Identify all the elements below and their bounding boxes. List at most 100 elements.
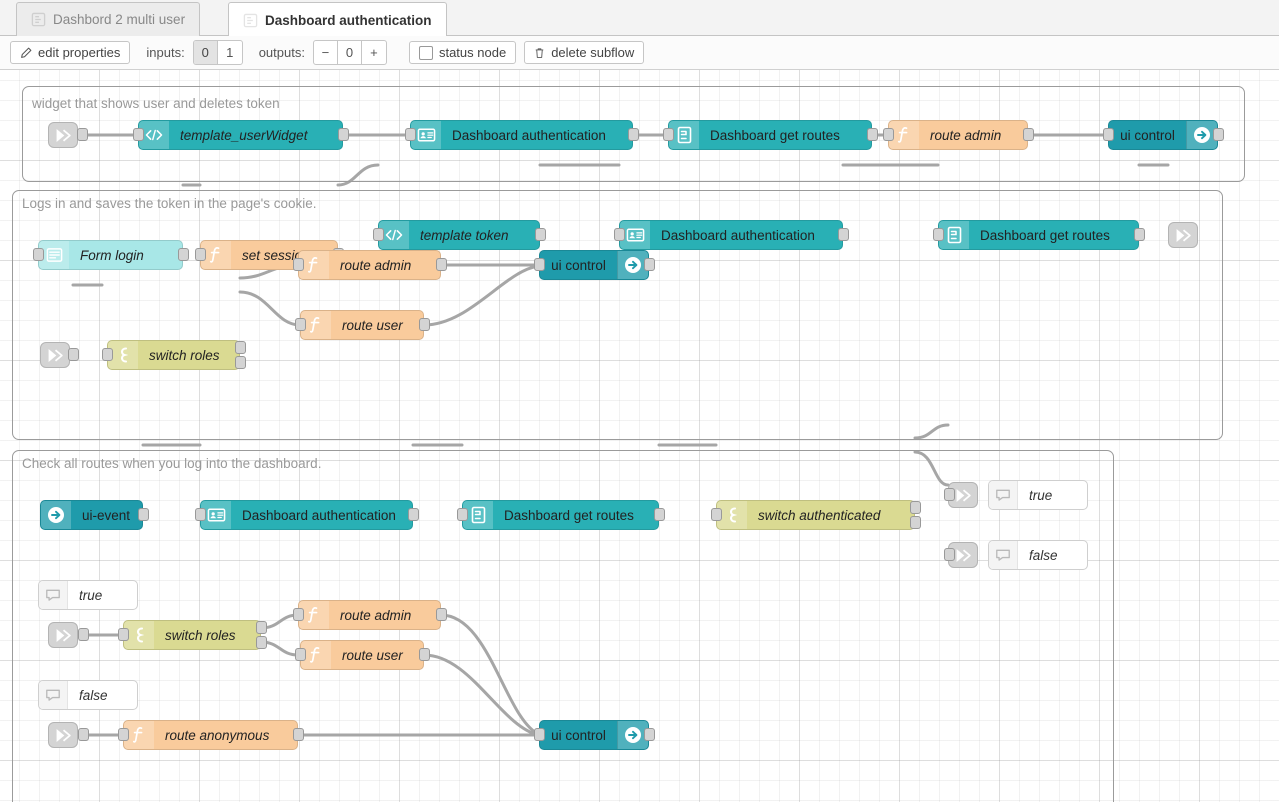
outputs-stepper[interactable]: − 0 + [312, 40, 387, 65]
node-dashboard-authentication[interactable]: Dashboard authentication [200, 500, 413, 530]
node-template-userwidget[interactable]: template_userWidget [138, 120, 343, 150]
node-port-input[interactable] [118, 628, 129, 641]
node-port-output[interactable] [644, 258, 655, 271]
node-route-user[interactable]: route user [300, 310, 424, 340]
node-port-output-1[interactable] [235, 356, 246, 369]
delete-subflow-button[interactable]: delete subflow [524, 41, 645, 64]
node-dashboard-get-routes[interactable]: Dashboard get routes [668, 120, 872, 150]
node-port-output[interactable] [138, 508, 149, 521]
node-link-out[interactable] [1168, 222, 1198, 248]
node-port-output[interactable] [178, 248, 189, 261]
node-port-output[interactable] [654, 508, 665, 521]
group-widget-shows-user[interactable] [22, 86, 1245, 182]
node-port-output[interactable] [338, 128, 349, 141]
inputs-option-0[interactable]: 0 [193, 41, 218, 64]
node-port-output[interactable] [838, 228, 849, 241]
node-port-input[interactable] [195, 508, 206, 521]
node-port-output-0[interactable] [235, 341, 246, 354]
node-port-output[interactable] [78, 628, 89, 641]
node-port-input[interactable] [118, 728, 129, 741]
comment-node-false-2[interactable]: false [38, 680, 138, 710]
node-port-input[interactable] [373, 228, 384, 241]
node-dashboard-authentication[interactable]: Dashboard authentication [410, 120, 633, 150]
inputs-selector[interactable]: 0 1 [192, 40, 243, 65]
node-port-output[interactable] [1023, 128, 1034, 141]
node-port-output[interactable] [628, 128, 639, 141]
node-ui-control[interactable]: ui control [1108, 120, 1218, 150]
node-port-output[interactable] [1213, 128, 1224, 141]
tab-dashbord-2-multi-user[interactable]: Dashbord 2 multi user [16, 2, 201, 36]
node-port-input[interactable] [295, 648, 306, 661]
node-route-admin[interactable]: route admin [298, 600, 441, 630]
node-port-input[interactable] [663, 128, 674, 141]
node-port-output[interactable] [644, 728, 655, 741]
node-port-output[interactable] [436, 258, 447, 271]
status-node-toggle[interactable]: status node [408, 41, 517, 64]
node-ui-event[interactable]: ui-event [40, 500, 143, 530]
node-template-token[interactable]: template token [378, 220, 540, 250]
node-port-output-1[interactable] [256, 636, 267, 649]
node-port-output-0[interactable] [256, 621, 267, 634]
inputs-option-1[interactable]: 1 [226, 45, 234, 60]
node-link-in[interactable] [48, 122, 78, 148]
node-switch-roles[interactable]: switch roles [107, 340, 240, 370]
node-link-in[interactable] [40, 342, 70, 368]
node-port-output[interactable] [1134, 228, 1145, 241]
node-port-output[interactable] [78, 728, 89, 741]
node-port-input[interactable] [614, 228, 625, 241]
node-ui-control[interactable]: ui control [539, 720, 649, 750]
node-port-output[interactable] [293, 728, 304, 741]
comment-node-false[interactable]: false [988, 540, 1088, 570]
node-route-admin[interactable]: route admin [298, 250, 441, 280]
outputs-increment-button[interactable]: + [370, 45, 378, 60]
node-port-input[interactable] [33, 248, 44, 261]
node-dashboard-get-routes[interactable]: Dashboard get routes [938, 220, 1139, 250]
node-port-output[interactable] [535, 228, 546, 241]
comment-node-true[interactable]: true [988, 480, 1088, 510]
node-port-input[interactable] [534, 258, 545, 271]
node-switch-roles[interactable]: switch roles [123, 620, 261, 650]
node-port-input[interactable] [534, 728, 545, 741]
node-dashboard-authentication[interactable]: Dashboard authentication [619, 220, 843, 250]
group-check-all-routes[interactable] [12, 450, 1114, 802]
node-link-in[interactable] [48, 722, 78, 748]
node-port-input[interactable] [133, 128, 144, 141]
node-route-admin[interactable]: route admin [888, 120, 1028, 150]
node-port-output[interactable] [419, 318, 430, 331]
node-ui-control[interactable]: ui control [539, 250, 649, 280]
node-port-input[interactable] [195, 248, 206, 261]
node-dashboard-get-routes[interactable]: Dashboard get routes [462, 500, 659, 530]
node-port-input[interactable] [933, 228, 944, 241]
node-port-output[interactable] [436, 608, 447, 621]
node-port-input[interactable] [944, 488, 955, 501]
node-link-in[interactable] [48, 622, 78, 648]
node-port-input[interactable] [944, 548, 955, 561]
status-node-checkbox[interactable] [418, 45, 433, 60]
node-port-input[interactable] [457, 508, 468, 521]
node-port-input[interactable] [405, 128, 416, 141]
node-port-output-1[interactable] [910, 516, 921, 529]
node-route-anonymous[interactable]: route anonymous [123, 720, 298, 750]
group-logs-in-saves-token[interactable] [12, 190, 1223, 440]
edit-properties-button[interactable]: edit properties [10, 41, 131, 64]
outputs-decrement-button[interactable]: − [314, 41, 338, 64]
node-port-output[interactable] [408, 508, 419, 521]
node-port-output-0[interactable] [910, 501, 921, 514]
node-port-input[interactable] [293, 258, 304, 271]
node-port-input[interactable] [711, 508, 722, 521]
node-switch-authenticated[interactable]: switch authenticated [716, 500, 915, 530]
flow-canvas[interactable]: widget that shows user and deletes token… [0, 70, 1279, 802]
tab-dashboard-authentication[interactable]: Dashboard authentication [228, 2, 447, 38]
node-port-input[interactable] [102, 348, 113, 361]
node-port-input[interactable] [293, 608, 304, 621]
node-port-output[interactable] [419, 648, 430, 661]
node-form-login[interactable]: Form login [38, 240, 183, 270]
node-port-output[interactable] [68, 348, 79, 361]
node-port-output[interactable] [77, 128, 88, 141]
node-port-input[interactable] [295, 318, 306, 331]
node-port-input[interactable] [1103, 128, 1114, 141]
node-port-input[interactable] [883, 128, 894, 141]
comment-node-true-2[interactable]: true [38, 580, 138, 610]
node-port-output[interactable] [867, 128, 878, 141]
node-route-user[interactable]: route user [300, 640, 424, 670]
